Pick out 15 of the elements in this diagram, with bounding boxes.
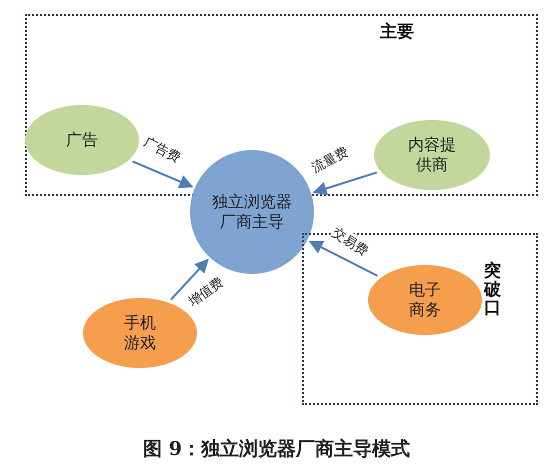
region-heading: 突破口 — [484, 262, 501, 318]
arrow — [312, 172, 378, 196]
arrow — [170, 258, 209, 300]
ellipse-node — [25, 105, 139, 175]
node-label: 内容提供商 — [407, 135, 457, 175]
ellipse-node — [368, 265, 482, 335]
node-label: 独立浏览器厂商主导 — [211, 192, 293, 232]
region-heading: 主要 — [380, 21, 414, 43]
arrow — [132, 160, 194, 188]
node-label: 广告 — [65, 130, 99, 150]
ellipse-node — [374, 120, 490, 190]
figure-caption: 图 9：独立浏览器厂商主导模式 — [142, 437, 411, 462]
node-label: 手机游戏 — [123, 313, 157, 353]
arrow — [308, 240, 378, 277]
node-label: 电子商务 — [408, 280, 442, 320]
